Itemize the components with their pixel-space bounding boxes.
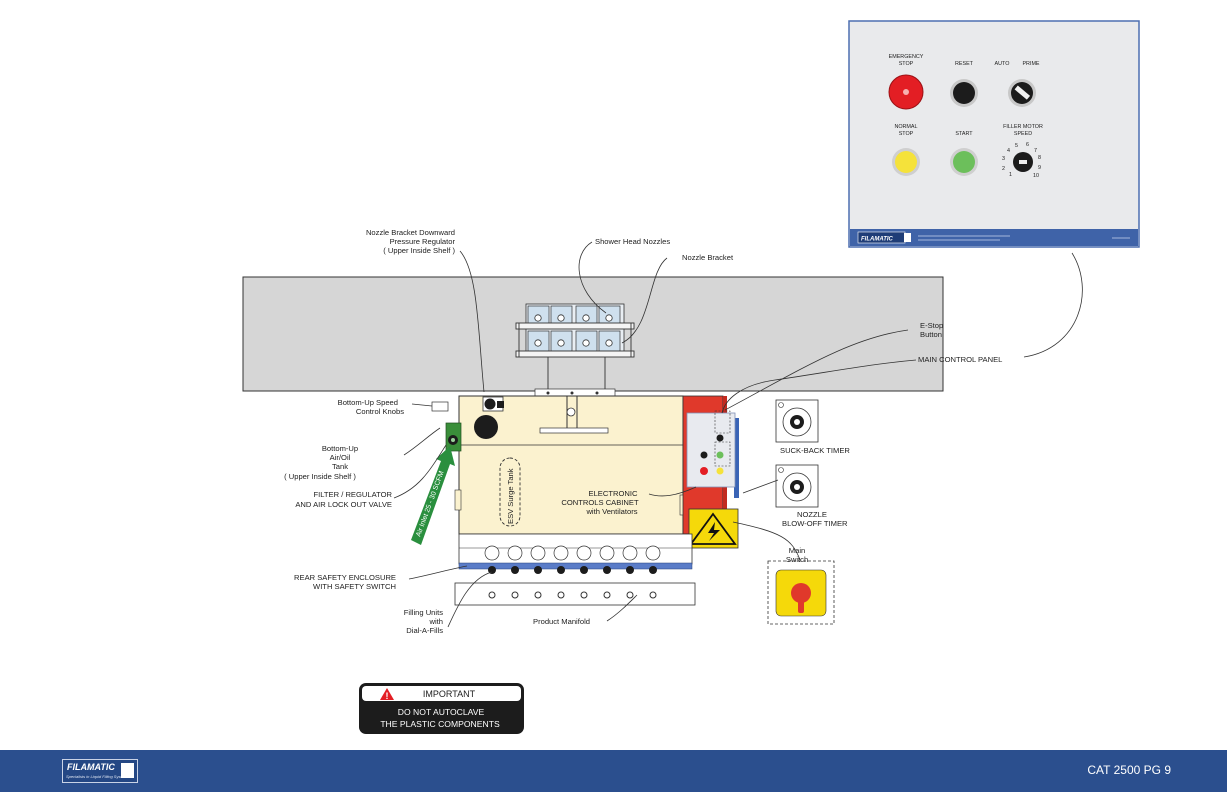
filler-cabinet: [454, 395, 687, 535]
footer-tagline: Specialists in Liquid Filling Systems: [66, 774, 130, 779]
panel-brand: FILAMATIC: [861, 237, 894, 243]
dial-number: 9: [1038, 165, 1041, 171]
dial-number: 2: [1002, 166, 1005, 172]
filamatic-logo[interactable]: FILAMATIC Specialists in Liquid Filling …: [62, 759, 138, 783]
dial-number: 4: [1007, 148, 1010, 154]
nozzle-bracket: [515, 322, 635, 392]
bottom-up-tank: [431, 401, 449, 412]
important-line2: THE PLASTIC COMPONENTS: [380, 719, 500, 729]
air-inlet-arrow: [411, 446, 455, 545]
operator-panel: [686, 412, 736, 488]
product-manifold: [454, 582, 696, 606]
estop-button[interactable]: [700, 467, 708, 475]
label-reset: RESET: [955, 61, 974, 67]
warning-triangle-icon: [380, 688, 394, 700]
product-manifold-label: Product Manifold: [533, 617, 590, 626]
suck-back-timer[interactable]: [775, 399, 819, 443]
important-line1: DO NOT AUTOCLAVE: [398, 707, 485, 717]
leader-lines: [393, 241, 1083, 628]
nozzle-bracket-label: Nozzle Bracket: [682, 253, 734, 262]
label-auto: AUTO: [995, 61, 1010, 67]
air-inlet-label: Air Inlet 25 - 30 SCFM: [415, 470, 445, 538]
label-start: START: [955, 131, 973, 137]
high-voltage-icon: [689, 512, 737, 545]
esv-surge-tank: [499, 457, 521, 527]
suck-back-timer-label: SUCK-BACK TIMER: [780, 446, 850, 455]
filling-units: [458, 533, 693, 574]
surge-tank-label: ESV Surge Tank: [506, 468, 515, 524]
dial-number: 7: [1034, 148, 1037, 154]
svg-text:!: !: [386, 691, 389, 701]
dial-number: 3: [1002, 156, 1005, 162]
main-switch-frame: [767, 560, 835, 625]
dial-number: 1: [1009, 172, 1012, 178]
important-title: IMPORTANT: [423, 689, 476, 699]
lock-icon: [121, 763, 134, 778]
nozzle-blowoff-timer[interactable]: [775, 464, 819, 508]
label-prime: PRIME: [1022, 61, 1039, 67]
speed-dial-numbers: 1 2 3 4 5 6 7 8 9 10: [1002, 142, 1041, 179]
main-switch[interactable]: [775, 569, 827, 617]
dial-number: 8: [1038, 155, 1041, 161]
page-number: CAT 2500 PG 9: [1087, 763, 1171, 777]
filter-regulator[interactable]: [445, 422, 462, 452]
important-notice: ! IMPORTANT DO NOT AUTOCLAVE THE PLASTIC…: [359, 683, 524, 734]
dial-number: 5: [1015, 143, 1018, 149]
main-control-panel-label: MAIN CONTROL PANEL: [918, 355, 1002, 364]
shower-head-label: Shower Head Nozzles: [595, 237, 670, 246]
dial-number: 10: [1033, 173, 1039, 179]
footer-brand: FILAMATIC: [67, 762, 115, 772]
dial-number: 6: [1026, 142, 1029, 148]
panel-strip: [850, 229, 1138, 246]
bottom-up-speed-knob[interactable]: [474, 415, 498, 439]
footer-bar: FILAMATIC Specialists in Liquid Filling …: [0, 750, 1227, 792]
